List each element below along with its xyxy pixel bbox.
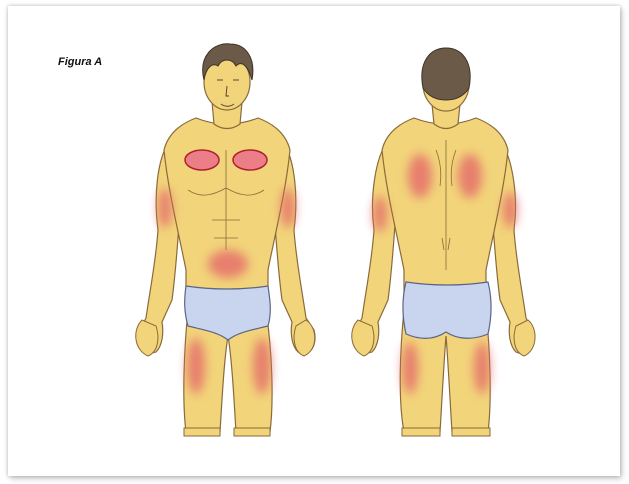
back-figure [352, 48, 535, 436]
back-left-hand [352, 320, 374, 356]
back-left-foot [402, 428, 440, 436]
front-left-hand [136, 320, 158, 356]
front-left-thigh-zone [187, 338, 205, 394]
back-left-thigh-zone [402, 342, 418, 394]
front-left-arm-zone [158, 188, 172, 228]
front-figure [136, 44, 315, 436]
front-abdomen-zone [208, 250, 248, 278]
front-right-foot [234, 428, 270, 436]
front-right-hand [294, 320, 315, 356]
back-right-arm-zone [503, 192, 517, 228]
front-right-arm-zone [281, 188, 295, 228]
back-hair [422, 48, 470, 100]
front-left-foot [184, 428, 220, 436]
back-right-hand [514, 320, 535, 356]
chest-marker-left [185, 150, 219, 170]
back-shorts [403, 282, 491, 338]
back-left-shoulder-zone [408, 154, 432, 198]
chest-marker-right [233, 150, 267, 170]
back-right-thigh-zone [474, 342, 490, 394]
back-torso [382, 118, 508, 300]
back-right-shoulder-zone [458, 154, 482, 198]
back-left-arm-zone [373, 196, 387, 232]
front-right-thigh-zone [253, 338, 271, 394]
back-right-foot [452, 428, 490, 436]
